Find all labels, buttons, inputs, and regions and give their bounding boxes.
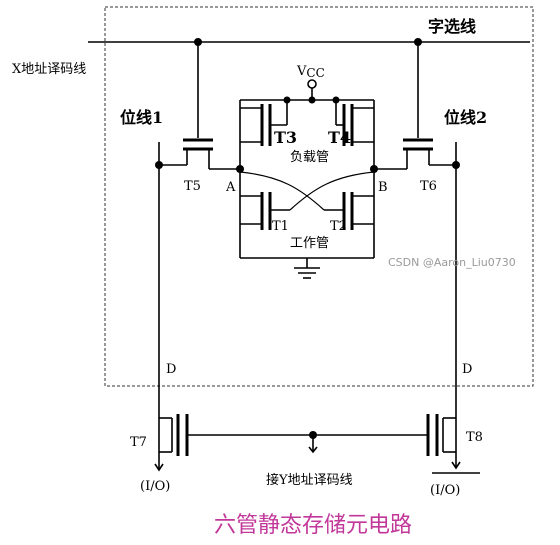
cross-couple-b-to-t1 <box>289 171 375 211</box>
t3-label: T3 <box>274 128 297 147</box>
bit-line-1-label: 位线1 <box>120 108 163 127</box>
t1-label: T1 <box>272 219 289 234</box>
node-a-label: A <box>225 180 236 195</box>
t2-label: T2 <box>330 219 347 234</box>
io-right-label: (I/O) <box>430 483 460 498</box>
t8-label: T8 <box>466 430 483 445</box>
ground-icon <box>294 258 320 279</box>
io-left-terminal <box>154 440 164 472</box>
t6-label: T6 <box>420 179 437 194</box>
word-line-label: 字选线 <box>428 17 476 36</box>
cross-couple-a-to-t2 <box>239 171 325 211</box>
cell-boundary-box <box>104 6 534 387</box>
work-tubes-label: 工作管 <box>290 236 329 251</box>
d-right-label: D <box>462 362 472 377</box>
transistor-t5 <box>159 138 240 170</box>
t7-label: T7 <box>130 435 147 450</box>
node-b-label: B <box>378 180 388 195</box>
load-tubes-label: 负载管 <box>290 150 329 165</box>
transistor-t7 <box>159 414 189 456</box>
bit-line-2-label: 位线2 <box>444 108 487 127</box>
t4-label: T4 <box>328 128 351 147</box>
transistor-t3 <box>239 100 288 169</box>
figure-caption: 六管静态存储元电路 <box>214 513 412 538</box>
transistor-t2 <box>324 192 374 230</box>
t5-label: T5 <box>184 179 201 194</box>
transistor-t1 <box>240 192 290 230</box>
transistor-t6 <box>374 138 456 170</box>
csdn-watermark: CSDN @Aaron_Liu0730 <box>388 256 516 269</box>
vcc-label: VCC <box>296 64 325 80</box>
bit-line-1-junction <box>155 161 163 169</box>
bit-line-2-junction <box>452 161 460 169</box>
transistor-t8 <box>426 414 456 456</box>
transistor-t4 <box>335 100 375 169</box>
io-right-terminal <box>432 440 480 474</box>
d-left-label: D <box>166 362 176 377</box>
vcc-terminal <box>307 79 317 89</box>
x-decoder-label: X地址译码线 <box>12 62 86 77</box>
io-left-label: (I/O) <box>140 479 170 494</box>
y-decoder-label: 接Y地址译码线 <box>266 472 353 488</box>
